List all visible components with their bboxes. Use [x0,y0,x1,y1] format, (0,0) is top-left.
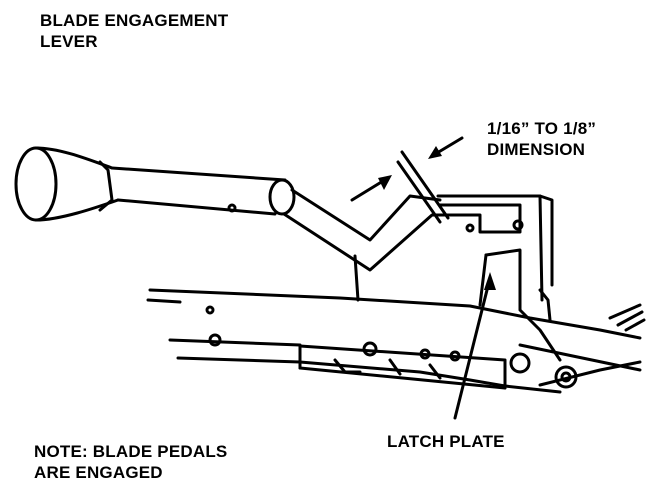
latch-plate-label: LATCH PLATE [387,432,505,451]
dimension-label-line2: DIMENSION [487,140,586,159]
note-label-line1: NOTE: BLADE PEDALS [34,442,228,461]
blade-lever-label-line2: LEVER [40,32,98,51]
dimension-indicator [350,136,464,224]
dimension-label-line1: 1/16” TO 1/8” [487,119,597,138]
latch-plate [436,194,562,362]
note-label: NOTE: BLADE PEDALS ARE ENGAGED [34,441,227,483]
note-label-line2: ARE ENGAGED [34,463,163,482]
latch-arrowhead [484,272,496,290]
dimension-arrowhead-left [378,175,392,190]
blade-lever-label-line1: BLADE ENGAGEMENT [40,11,229,30]
latch-plate-leader [453,276,492,420]
dimension-arrowhead-right [428,146,442,159]
blade-engagement-lever [14,146,464,302]
mower-frame [146,288,646,394]
blade-lever-label: BLADE ENGAGEMENT LEVER [40,10,228,52]
dimension-label: 1/16” TO 1/8” DIMENSION [487,118,596,160]
